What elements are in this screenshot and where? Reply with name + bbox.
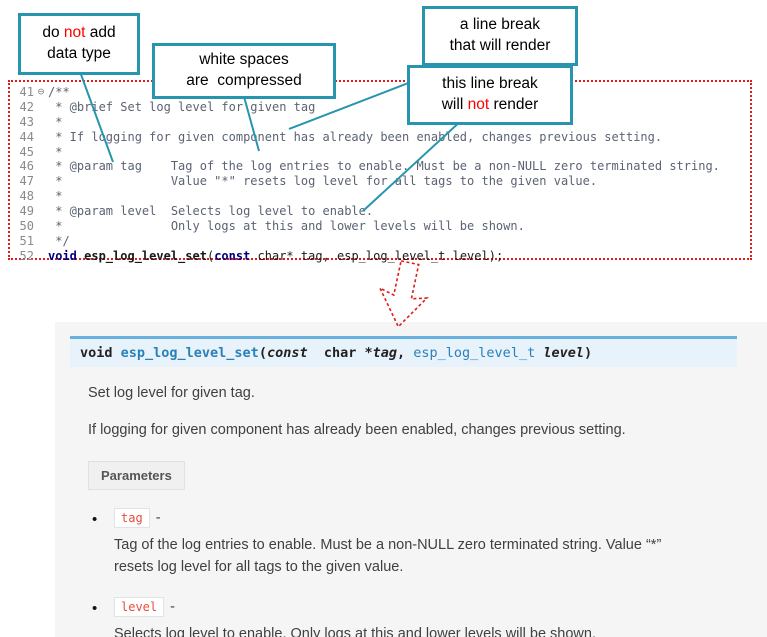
param-description: Selects log level to enable. Only logs a… — [114, 625, 596, 637]
code-line: 47 * Value "*" resets log level for all … — [10, 174, 750, 189]
doc-body: Set log level for given tag. If logging … — [88, 383, 727, 637]
callout-line-break-does-not-render: this line break will not render — [407, 65, 573, 125]
callout-text: that will render — [449, 37, 551, 54]
line-number: 47 — [19, 174, 34, 189]
code-text: * If logging for given component has alr… — [48, 129, 663, 144]
fold-collapse-icon: ⊖ — [37, 85, 45, 98]
code-line: 44 * If logging for given component has … — [10, 130, 750, 145]
code-line: 45 * — [10, 145, 750, 160]
function-signature: void esp_log_level_set(const char *tag, … — [70, 336, 737, 367]
code-text: void esp_log_level_set(const char* tag, … — [48, 248, 504, 263]
code-text: * — [48, 189, 63, 204]
bullet-icon: • — [92, 511, 98, 529]
code-text: */ — [48, 233, 70, 248]
callout-text: data type — [47, 45, 111, 62]
code-line-function-declaration: 52 void esp_log_level_set(const char* tag… — [10, 249, 750, 264]
keyword-const: const — [214, 248, 251, 263]
code-line: 49 * @param level Selects log level to e… — [10, 204, 750, 219]
callout-text: a line break — [459, 16, 541, 34]
code-line: 48 * — [10, 189, 750, 204]
code-line: 46 * @param tag Tag of the log entries t… — [10, 159, 750, 174]
code-text: * @param tag Tag of the log entries to e… — [48, 159, 720, 174]
keyword-void: void — [48, 248, 77, 263]
detailed-description: If logging for given component has alrea… — [88, 422, 626, 439]
function-name: esp_log_level_set — [76, 248, 207, 263]
sig-keyword-void: void — [80, 345, 121, 361]
code-text: * — [48, 144, 63, 159]
parameter-item: • level- Selects log level to enable. On… — [88, 596, 727, 637]
code-editor-excerpt: 41⊖/** 42 * @brief Set log level for giv… — [8, 80, 752, 263]
dotted-down-arrow-icon — [378, 259, 429, 329]
line-number: 43 — [19, 114, 34, 129]
parameter-list: char* tag, esp_log_level_t level); — [250, 248, 504, 263]
code-text: /** — [48, 85, 70, 99]
line-number: 45 — [19, 144, 34, 159]
param-name-level: level — [114, 596, 165, 617]
callout-text: do not add — [42, 24, 116, 42]
code-line: 41⊖/** — [10, 85, 750, 100]
sig-param-level: level — [543, 345, 584, 361]
param-separator: - — [155, 510, 161, 527]
line-number: 51 — [19, 233, 34, 248]
line-number: 46 — [19, 159, 34, 174]
param-description: Tag of the log entries to enable. Must b… — [114, 537, 662, 575]
callout-line-break-renders: a line break that will render — [422, 6, 578, 66]
line-number: 49 — [19, 204, 34, 219]
bullet-icon: • — [92, 599, 98, 617]
sig-type-link: esp_log_level_t — [413, 345, 536, 361]
brief-description: Set log level for given tag. — [88, 385, 255, 401]
param-separator: - — [170, 598, 175, 615]
callout-white-spaces-compressed: white spaces are compressed — [152, 43, 336, 99]
sig-function-name: esp_log_level_set — [120, 345, 259, 361]
line-number: 42 — [19, 99, 34, 114]
code-line: 50 * Only logs at this and lower levels … — [10, 219, 750, 234]
code-text: * @brief Set log level for given tag — [48, 99, 316, 114]
callout-text: this line break — [442, 75, 538, 93]
parameters-heading: Parameters — [88, 461, 185, 491]
line-number: 48 — [19, 189, 34, 204]
callout-text: white spaces — [199, 51, 289, 69]
line-number: 41 — [19, 85, 34, 99]
rendered-docs-panel: void esp_log_level_set(const char *tag, … — [55, 322, 767, 637]
code-text: * Only logs at this and lower levels wil… — [48, 219, 525, 234]
sig-keyword-const: const — [266, 345, 308, 361]
line-number: 52 — [19, 248, 34, 263]
code-text: * @param level Selects log level to enab… — [48, 204, 374, 219]
parameter-item: • tag- Tag of the log entries to enable.… — [88, 508, 727, 579]
code-line: 43 * — [10, 115, 750, 130]
line-number: 50 — [19, 219, 34, 234]
callout-text: will not render — [441, 96, 539, 113]
sig-param-tag: tag — [372, 345, 398, 361]
line-number: 44 — [19, 129, 34, 144]
callout-do-not-add-data-type: do not add data type — [18, 13, 140, 75]
code-line: 51 */ — [10, 234, 750, 249]
param-name-tag: tag — [114, 508, 150, 529]
code-text: * Value "*" resets log level for all tag… — [48, 174, 598, 189]
callout-text: are compressed — [186, 72, 302, 89]
code-line: 42 * @brief Set log level for given tag — [10, 100, 750, 115]
code-text: * — [48, 114, 63, 129]
